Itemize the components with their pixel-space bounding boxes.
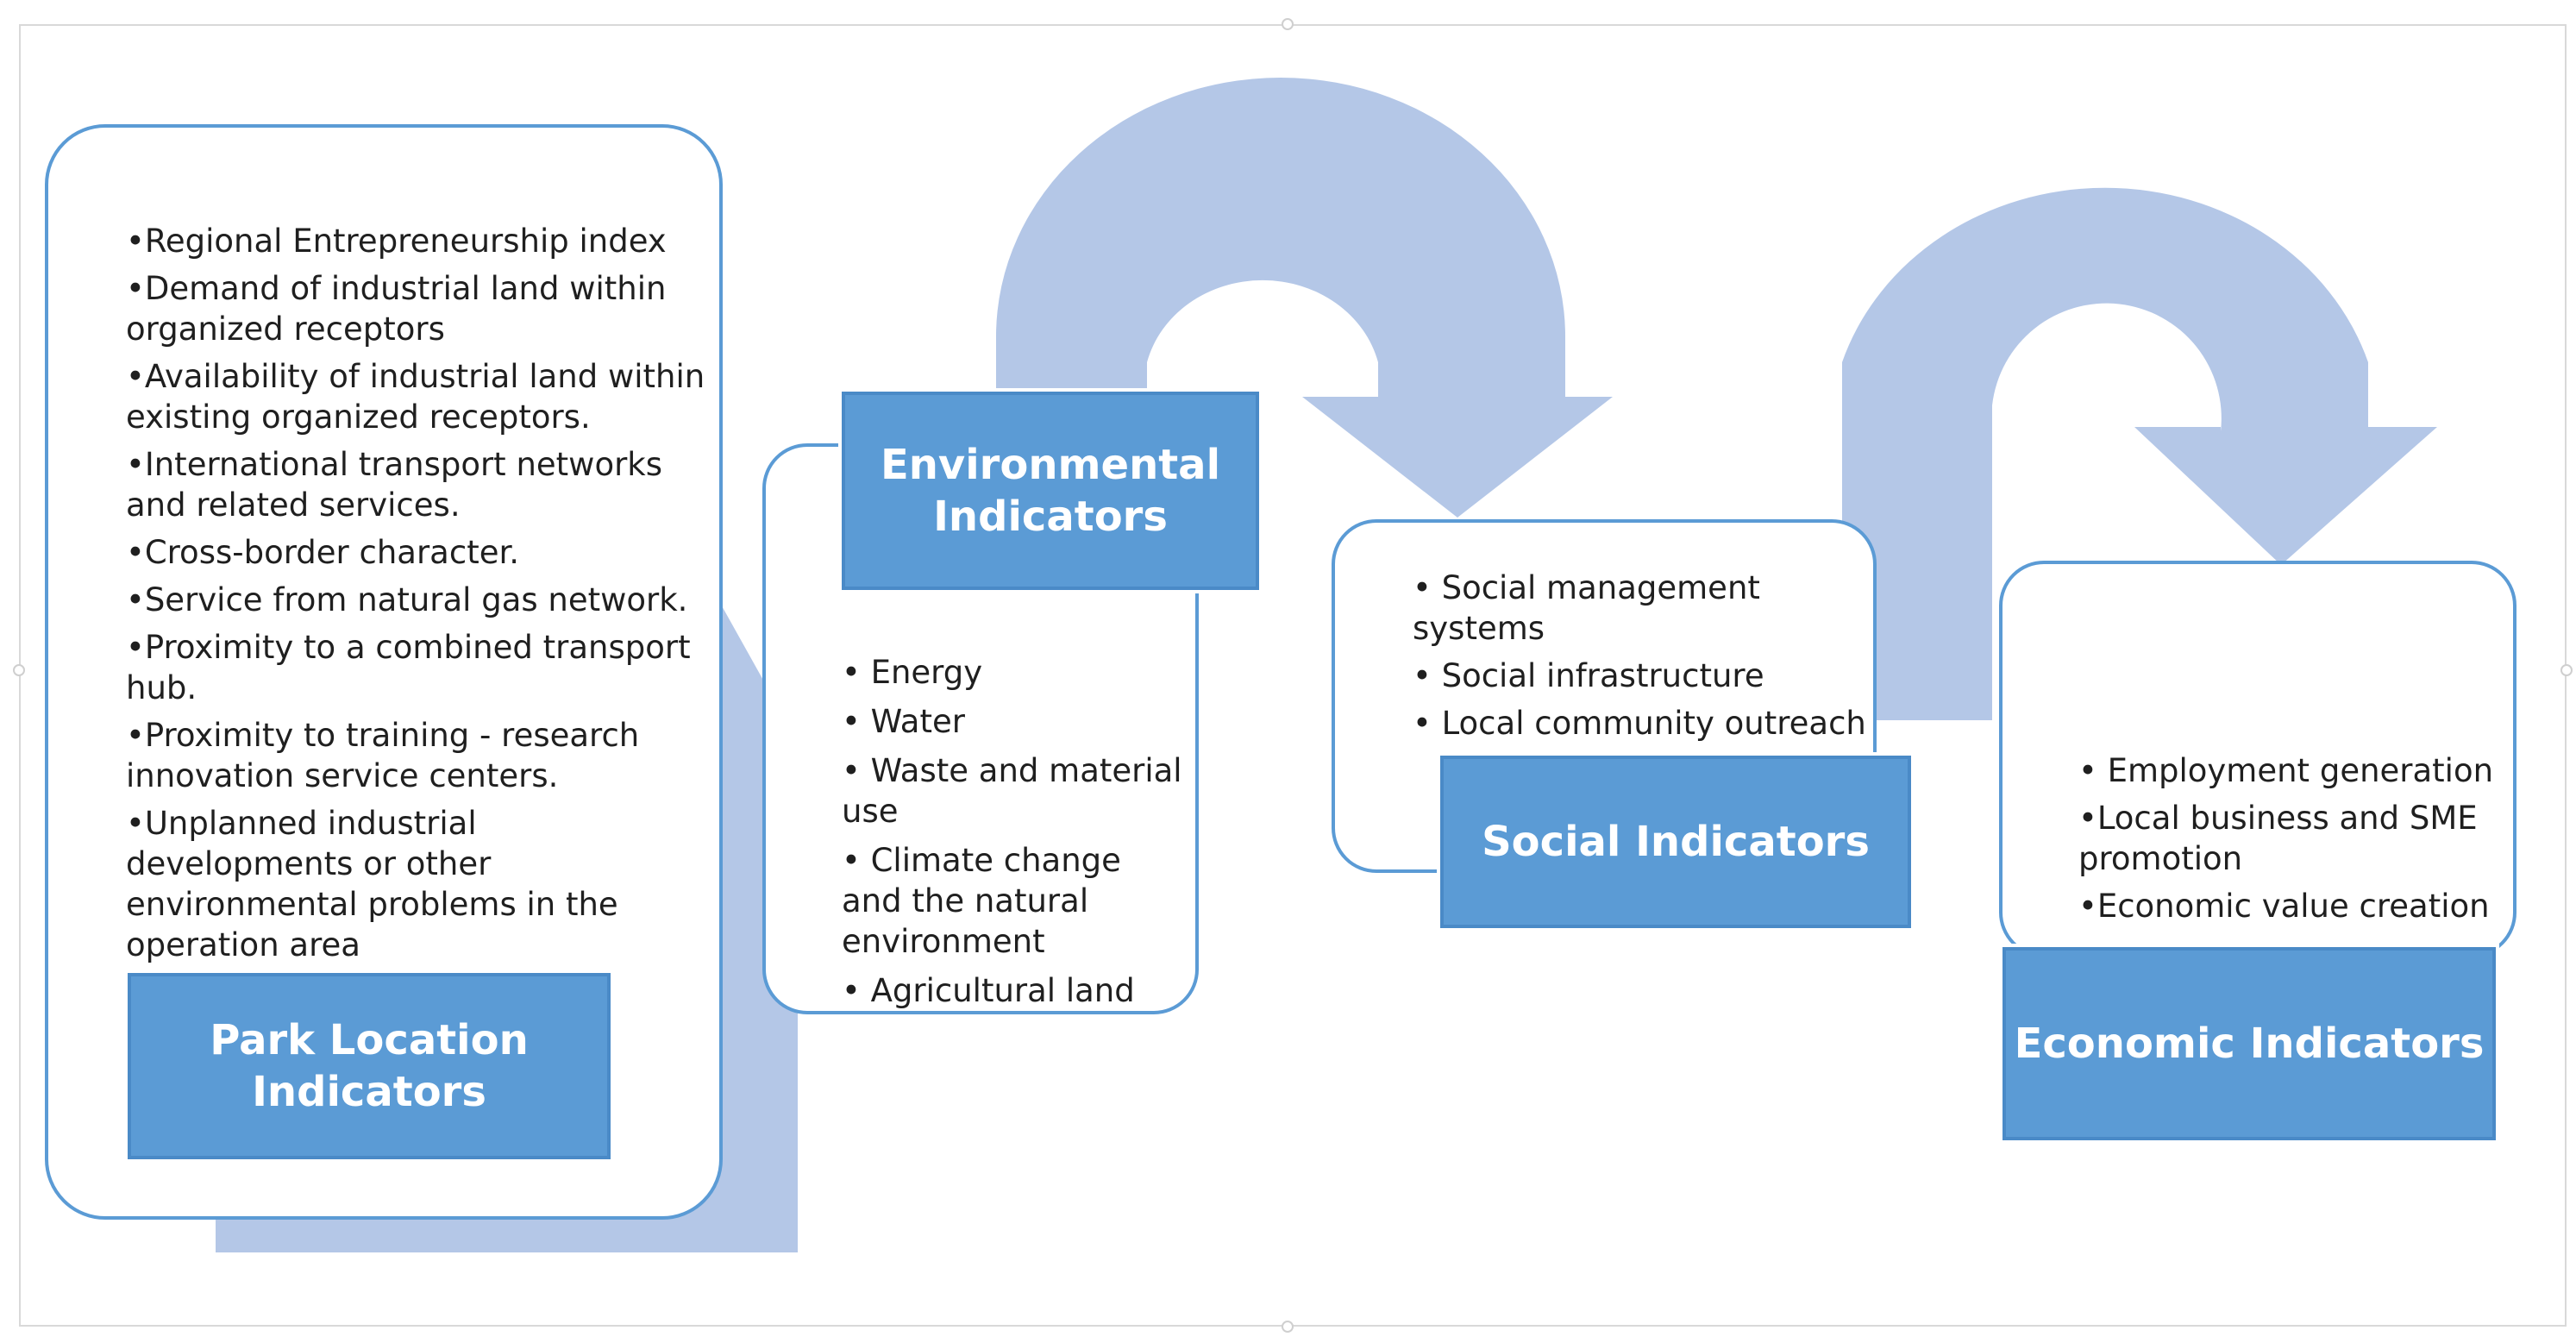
environmental-title: Environmental Indicators xyxy=(842,392,1259,590)
list-item: • Energy xyxy=(842,654,983,691)
park-location-title: Park Location Indicators xyxy=(128,973,611,1159)
list-item: • Water xyxy=(842,703,965,740)
list-item: •Regional Entrepreneurship index xyxy=(126,223,667,260)
u-turn-arrow-environment-to-social xyxy=(996,78,1613,699)
park-location-list: •Regional Entrepreneurship index •Demand… xyxy=(109,221,712,972)
resize-handle-left[interactable] xyxy=(13,664,25,676)
economic-card: • Employment generation •Local business … xyxy=(1999,561,2516,957)
list-item: •Demand of industrial land within organi… xyxy=(126,270,667,348)
environmental-title-text: Environmental Indicators xyxy=(880,441,1221,541)
social-list: • Social management systems • Social inf… xyxy=(1385,568,1868,750)
resize-handle-right[interactable] xyxy=(2560,664,2573,676)
economic-title-text: Economic Indicators xyxy=(2014,1020,2485,1068)
resize-handle-bottom[interactable] xyxy=(1282,1321,1294,1333)
list-item: •Proximity to a combined transport hub. xyxy=(126,629,691,706)
list-item: • Social management systems xyxy=(1413,569,1760,647)
list-item: • Social infrastructure xyxy=(1413,657,1764,694)
u-turn-arrow-social-to-economic xyxy=(1842,187,2437,720)
list-item: •Cross-border character. xyxy=(126,534,520,571)
list-item: •Local business and SME promotion xyxy=(2078,800,2478,877)
list-item: •Unplanned industrial developments or ot… xyxy=(126,805,618,963)
list-item: • Waste and material use xyxy=(842,752,1182,830)
social-title-text: Social Indicators xyxy=(1482,818,1870,866)
list-item: • Employment generation xyxy=(2078,752,2494,789)
list-item: •Proximity to training - research innova… xyxy=(126,717,640,794)
list-item: • Local community outreach xyxy=(1413,705,1866,742)
economic-title: Economic Indicators xyxy=(2003,947,2496,1140)
environmental-list: • Energy • Water • Waste and material us… xyxy=(814,652,1185,1020)
list-item: •Service from natural gas network. xyxy=(126,581,688,618)
park-location-title-text: Park Location Indicators xyxy=(210,1016,529,1116)
list-item: •International transport networks and re… xyxy=(126,446,662,524)
list-item: • Climate change and the natural environ… xyxy=(842,842,1121,960)
list-item: •Economic value creation xyxy=(2078,888,2490,925)
economic-list: • Employment generation •Local business … xyxy=(2053,750,2518,933)
list-item: • Agricultural land xyxy=(842,972,1135,1009)
social-title: Social Indicators xyxy=(1440,756,1911,928)
resize-handle-top[interactable] xyxy=(1282,18,1294,30)
list-item: •Availability of industrial land within … xyxy=(126,358,705,436)
